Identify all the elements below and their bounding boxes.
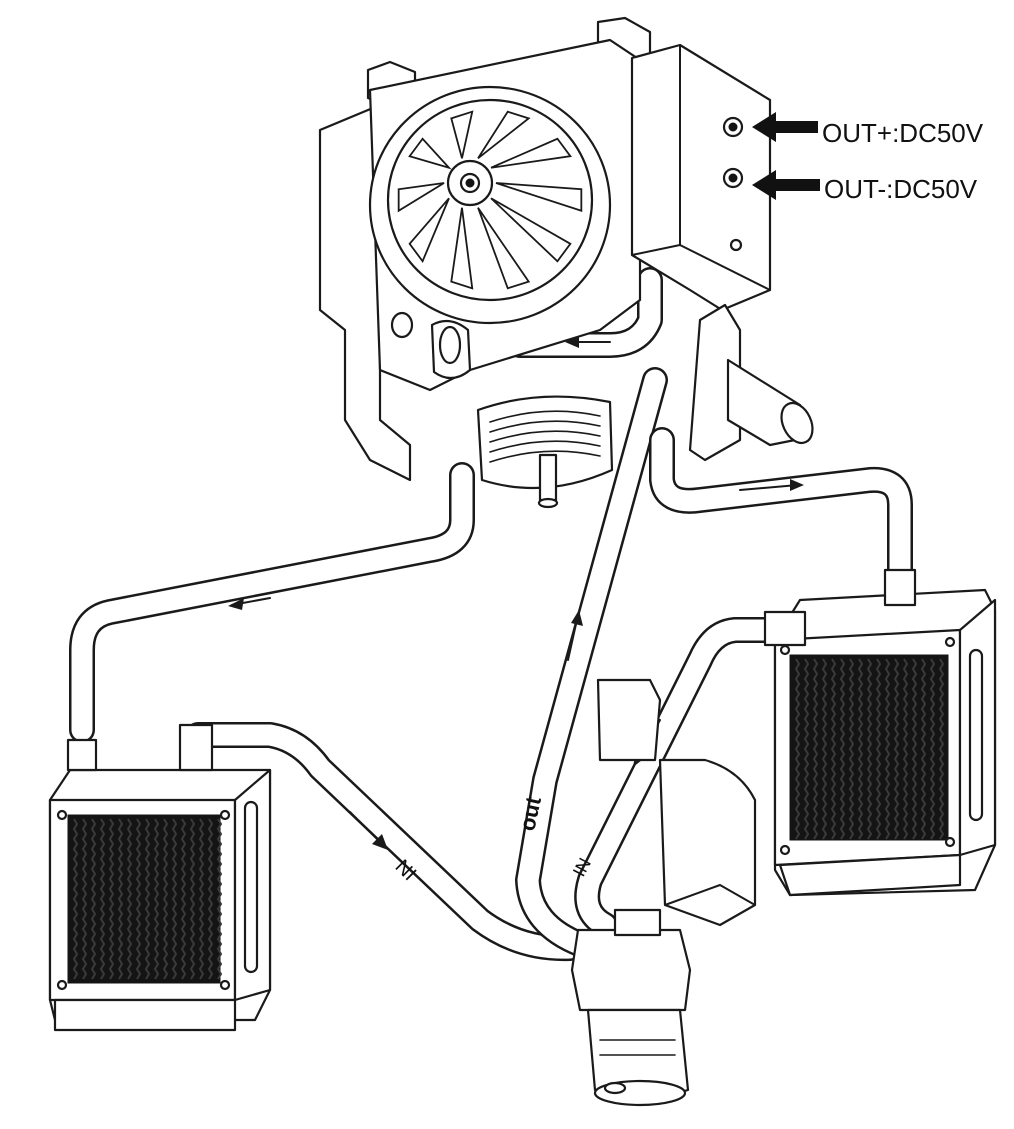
water-pump xyxy=(570,908,692,1107)
flow-arrow-center xyxy=(567,610,583,661)
flywheel-spoke xyxy=(397,182,445,213)
engine-side-mechanism xyxy=(390,311,472,380)
tube-right-radiator-to-pump xyxy=(574,617,793,938)
radiator-fin xyxy=(839,658,846,840)
flywheel-spoke xyxy=(408,197,450,264)
radiator-fin xyxy=(821,658,828,840)
radiator-fin xyxy=(117,818,124,980)
radiator-fin xyxy=(794,658,801,840)
radiator-fin xyxy=(99,818,106,980)
left-radiator-fins xyxy=(72,818,223,980)
flywheel-spoke xyxy=(490,137,572,169)
radiator-fin xyxy=(216,818,223,980)
radiator-fin xyxy=(893,658,900,840)
callout-label-positive: OUT+:DC50V xyxy=(822,118,984,148)
callout-positive: OUT+:DC50V xyxy=(752,112,984,148)
radiator-fin xyxy=(207,818,214,980)
radiator-fin xyxy=(875,658,882,840)
radiator-fin xyxy=(72,818,79,980)
left-radiator-fitting-a xyxy=(66,738,98,772)
tube-pump-to-engine-out xyxy=(515,367,668,958)
radiator-fin xyxy=(126,818,133,980)
radiator-fin xyxy=(198,818,205,980)
radiator-fin xyxy=(153,818,160,980)
radiator-fin xyxy=(857,658,864,840)
flow-arrow-left-top xyxy=(228,597,271,610)
engine-coolant-hose xyxy=(507,267,663,358)
right-radiator-fins xyxy=(794,658,945,840)
callout-negative: OUT-:DC50V xyxy=(752,170,978,204)
radiator-fin xyxy=(929,658,936,840)
flow-arrow-right-top xyxy=(739,479,804,491)
radiator-fin xyxy=(180,818,187,980)
reservoir-tank xyxy=(596,678,757,927)
flywheel-spoke xyxy=(477,110,531,159)
right-radiator-fitting-b xyxy=(763,610,807,647)
callout-arrow-negative xyxy=(752,170,820,200)
exhaust-pipe xyxy=(688,303,814,462)
radiator-fin xyxy=(848,658,855,840)
radiator-fin xyxy=(884,658,891,840)
radiator-fin xyxy=(162,818,169,980)
box-screw xyxy=(729,238,743,252)
radiator-fin xyxy=(171,818,178,980)
radiator-fin xyxy=(803,658,810,840)
callout-arrow-positive xyxy=(752,112,818,142)
radiator-fin xyxy=(189,818,196,980)
callout-label-negative: OUT-:DC50V xyxy=(824,174,978,204)
flywheel-spoke xyxy=(495,182,583,213)
radiator-fin xyxy=(135,818,142,980)
radiator-fin xyxy=(902,658,909,840)
radiator-fin xyxy=(938,658,945,840)
flow-arrow-engine-hose xyxy=(565,336,611,348)
right-radiator xyxy=(763,568,997,897)
left-radiator-fitting-b xyxy=(178,723,214,772)
flywheel-spoke xyxy=(450,207,474,290)
tube-engine-to-right-radiator xyxy=(649,427,913,583)
flywheel-spoke xyxy=(450,110,474,159)
left-radiator xyxy=(48,723,272,1032)
flywheel-spoke xyxy=(490,197,572,263)
coolant-tubes xyxy=(69,267,913,962)
terminal-positive xyxy=(722,116,744,138)
terminal-negative xyxy=(722,167,744,189)
flywheel-fan xyxy=(368,85,612,325)
radiator-fin xyxy=(830,658,837,840)
engine-assembly xyxy=(318,16,814,509)
tube-left-radiator-to-pump xyxy=(185,722,583,962)
radiator-fin xyxy=(812,658,819,840)
right-radiator-fitting-a xyxy=(883,568,917,607)
radiator-fin xyxy=(866,658,873,840)
flywheel-spoke xyxy=(477,207,531,290)
flow-arrow-left-bottom xyxy=(349,811,388,850)
radiator-fin xyxy=(108,818,115,980)
radiator-fin xyxy=(911,658,918,840)
radiator-fin xyxy=(90,818,97,980)
tube-engine-to-left-radiator xyxy=(69,462,475,743)
radiator-fin xyxy=(81,818,88,980)
radiator-fin xyxy=(920,658,927,840)
flywheel-spoke xyxy=(408,137,452,170)
cylinder-head xyxy=(476,395,614,509)
radiator-fin xyxy=(144,818,151,980)
